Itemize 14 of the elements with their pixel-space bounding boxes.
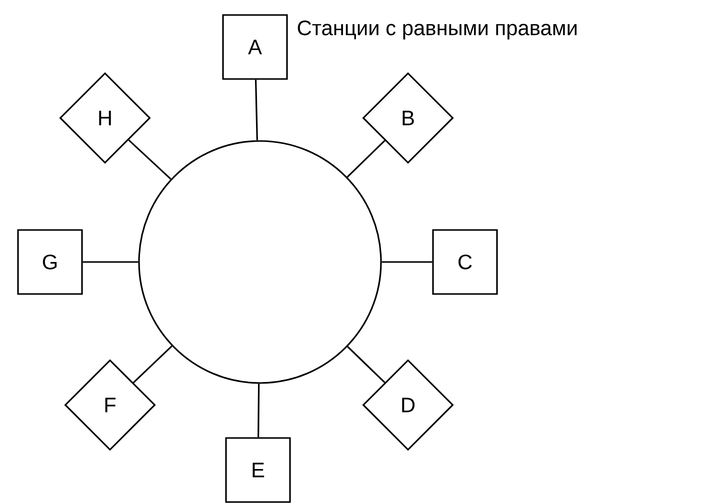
- station-box: E: [225, 437, 291, 503]
- connector-line: [254, 80, 258, 140]
- caption-text: Станции с равными правами: [298, 20, 577, 40]
- connector-line: [347, 346, 386, 384]
- connector-line: [82, 261, 138, 263]
- station-box: A: [222, 14, 288, 80]
- station-box: C: [432, 229, 498, 295]
- connector-line: [258, 384, 260, 438]
- connector-line: [132, 345, 172, 384]
- connector-line: [128, 139, 172, 180]
- connector-line: [346, 140, 386, 178]
- station-box: G: [17, 229, 83, 295]
- ring-circle: [138, 140, 382, 384]
- connector-line: [382, 261, 432, 263]
